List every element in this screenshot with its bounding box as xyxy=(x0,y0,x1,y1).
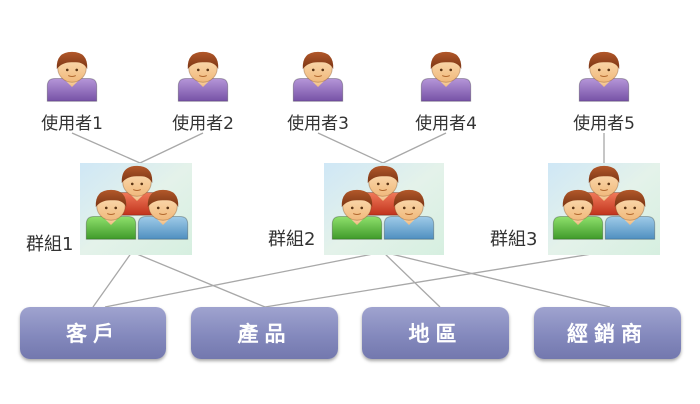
user-3-icon xyxy=(292,51,344,102)
user-4-label: 使用者4 xyxy=(415,114,477,134)
connector-line xyxy=(92,251,133,308)
connector-line xyxy=(264,251,605,308)
connector-line xyxy=(382,132,447,164)
dimension-box-region: 地區 xyxy=(362,307,509,359)
group-2-label: 群組2 xyxy=(268,229,316,250)
group-1-icon-green-person xyxy=(85,189,137,240)
user-4-icon xyxy=(420,51,472,102)
user-1-icon xyxy=(46,51,98,102)
user-5-label: 使用者5 xyxy=(573,114,635,134)
connector-lines xyxy=(71,132,611,308)
dimension-box-customer: 客戶 xyxy=(20,307,166,359)
group-3-icon-blue-person xyxy=(604,189,656,240)
group-2-icon-green-person xyxy=(331,189,383,240)
group-2-icon-blue-person xyxy=(383,189,435,240)
connector-line xyxy=(382,251,611,308)
user-3-label: 使用者3 xyxy=(287,114,349,134)
connector-line xyxy=(71,132,141,164)
group-1-icon xyxy=(85,165,189,240)
user-2-label: 使用者2 xyxy=(172,114,234,134)
dimension-box-dealer: 經銷商 xyxy=(534,307,681,359)
group-1-label: 群組1 xyxy=(26,234,74,255)
connector-line xyxy=(139,132,204,164)
group-1-icon-blue-person xyxy=(137,189,189,240)
user-2-icon xyxy=(177,51,229,102)
group-3-icon xyxy=(552,165,656,240)
connector-line xyxy=(104,251,384,308)
user-5-icon xyxy=(578,51,630,102)
connector-line xyxy=(131,251,266,308)
group-2-icon xyxy=(331,165,435,240)
dimension-box-product: 產品 xyxy=(191,307,338,359)
group-3-icon-green-person xyxy=(552,189,604,240)
group-3-label: 群組3 xyxy=(490,229,538,250)
connector-line xyxy=(382,251,441,308)
connector-line xyxy=(317,132,384,164)
user-1-label: 使用者1 xyxy=(41,114,103,134)
